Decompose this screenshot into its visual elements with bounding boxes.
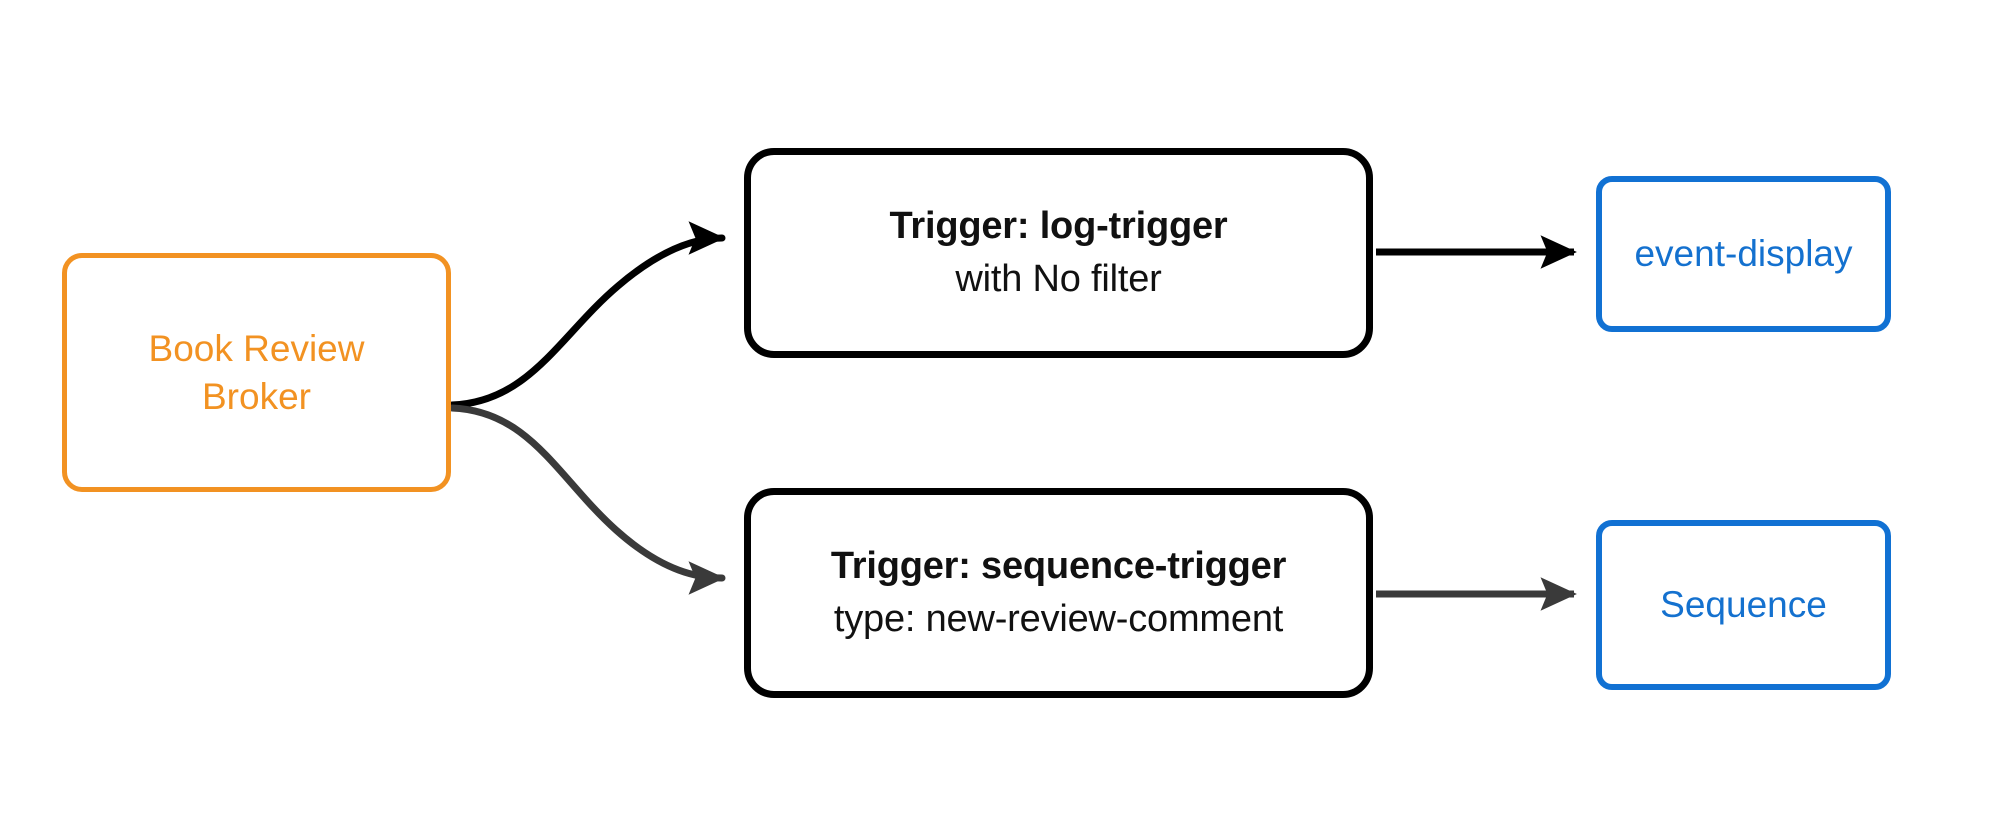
trigger-log-subtitle: with No filter xyxy=(955,258,1162,300)
trigger-sequence-subtitle: type: new-review-comment xyxy=(833,598,1284,640)
edge-broker-to-log-trigger xyxy=(448,221,726,409)
broker-label-line-2: Broker xyxy=(202,375,311,417)
broker-label-line-1: Book Review xyxy=(148,328,365,370)
node-sink-sequence[interactable]: Sequence xyxy=(1596,520,1891,690)
node-book-review-broker[interactable]: Book Review Broker xyxy=(62,253,451,492)
sink-sequence-label: Sequence xyxy=(1660,584,1827,626)
node-trigger-sequence-trigger[interactable]: Trigger: sequence-trigger type: new-revi… xyxy=(744,488,1373,698)
node-sink-event-display[interactable]: event-display xyxy=(1596,176,1891,332)
trigger-log-title: Trigger: log-trigger xyxy=(889,205,1228,248)
sink-event-display-label: event-display xyxy=(1634,233,1853,275)
node-trigger-log-trigger[interactable]: Trigger: log-trigger with No filter xyxy=(744,148,1373,358)
edge-broker-to-sequence-trigger xyxy=(448,404,726,595)
trigger-sequence-title: Trigger: sequence-trigger xyxy=(830,545,1287,588)
